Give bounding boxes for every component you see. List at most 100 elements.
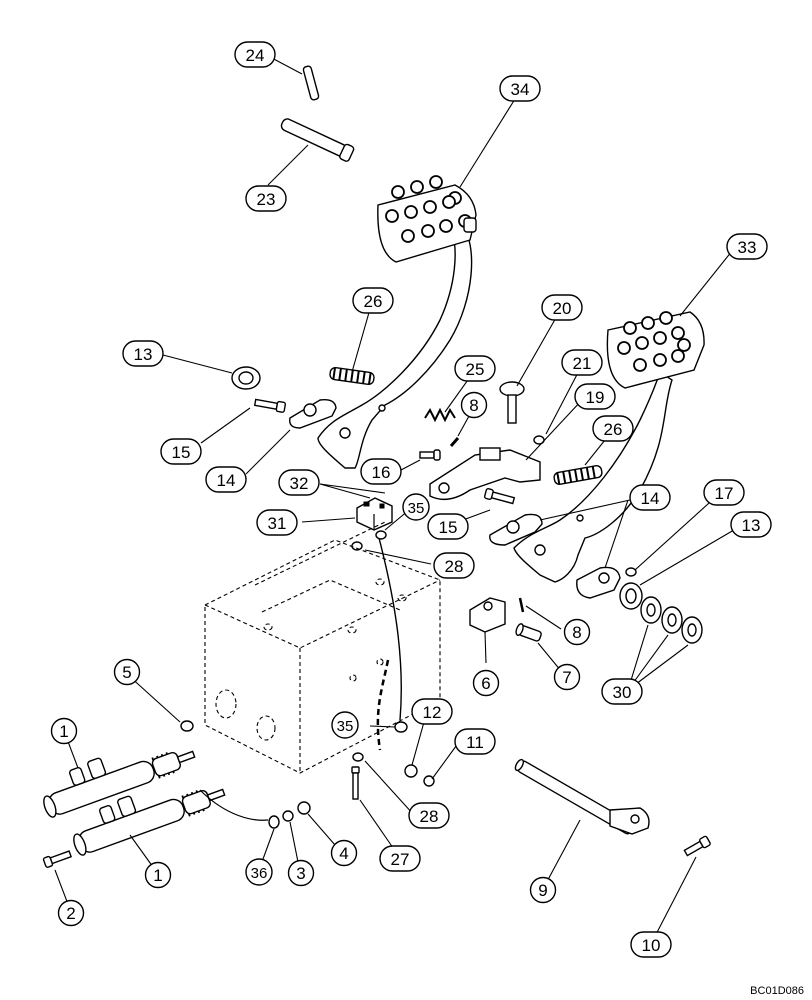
flange-bearing-part — [289, 398, 337, 429]
callout-label: 26 — [364, 292, 383, 311]
callout-label: 28 — [420, 807, 439, 826]
washer-part-5 — [282, 810, 294, 822]
bolt-part-3 — [351, 766, 360, 800]
callout-8: 8 — [460, 391, 488, 419]
callout-14: 14 — [205, 466, 247, 493]
callout-label: 13 — [134, 345, 153, 364]
nut-part-8 — [297, 801, 311, 815]
callout-3: 3 — [287, 859, 315, 887]
callout-19: 19 — [574, 383, 616, 410]
callout-34: 34 — [499, 75, 541, 102]
callout-label: 32 — [290, 474, 309, 493]
callout-label: 17 — [715, 484, 734, 503]
callout-35: 35 — [402, 493, 430, 521]
callout-label: 26 — [604, 420, 623, 439]
callout-16: 16 — [360, 458, 402, 485]
brake-line-part — [199, 789, 269, 821]
callout-label: 36 — [251, 865, 268, 882]
clevis-pin-part — [499, 381, 525, 424]
callout-label: 12 — [423, 703, 442, 722]
lever-bracket-part — [429, 447, 541, 501]
callout-label: 1 — [59, 722, 68, 741]
callout-labels: 24 34 23 33 26 20 13 25 — [50, 41, 772, 958]
callout-label: 31 — [268, 514, 287, 533]
bolt-part — [253, 398, 287, 413]
callout-8: 8 — [563, 618, 591, 646]
small-spring-part — [424, 407, 456, 423]
callout-1: 1 — [144, 861, 172, 889]
callout-9: 9 — [529, 876, 557, 904]
callout-label: 35 — [408, 500, 425, 517]
spring-part — [329, 366, 603, 485]
callout-30: 30 — [601, 678, 643, 705]
callout-label: 28 — [445, 557, 464, 576]
roll-pin-part — [302, 65, 320, 101]
callout-11: 11 — [454, 728, 496, 755]
callout-13: 13 — [730, 511, 772, 538]
cotter-pin-part — [449, 437, 460, 447]
switch-part — [356, 497, 393, 531]
pin-part — [419, 449, 441, 461]
callout-label: 19 — [586, 388, 605, 407]
callout-25: 25 — [454, 355, 496, 382]
drawing-code: BC01D086 — [750, 985, 804, 997]
callout-6: 6 — [472, 669, 500, 697]
callout-label: 2 — [66, 904, 75, 923]
callout-15: 15 — [427, 513, 469, 540]
flange-bearing-part-2 — [489, 513, 543, 546]
callout-14: 14 — [629, 484, 671, 511]
cotter-pin-part-2 — [518, 597, 525, 613]
callout-27: 27 — [379, 845, 421, 872]
bolt-part-4 — [42, 850, 73, 868]
callout-35: 35 — [331, 711, 359, 739]
bushing-part-2 — [619, 582, 643, 610]
left-pedal-part — [317, 175, 477, 469]
callout-label: 25 — [466, 360, 485, 379]
callout-13: 13 — [122, 340, 164, 367]
callout-label: 14 — [217, 471, 236, 490]
bearing-block-part — [576, 566, 621, 599]
nut-part-5 — [423, 775, 435, 787]
callout-label: 23 — [257, 190, 276, 209]
washer-part-4 — [268, 815, 280, 829]
callout-label: 9 — [538, 881, 547, 900]
clevis-pin-part-2 — [515, 623, 542, 642]
nut-part-4 — [404, 764, 418, 778]
callout-20: 20 — [541, 294, 583, 321]
nut-part-6 — [352, 752, 364, 762]
bushing-part — [231, 366, 261, 390]
callout-label: 15 — [172, 443, 191, 462]
washer-part — [640, 596, 703, 644]
callout-24: 24 — [234, 41, 276, 68]
callout-21: 21 — [561, 349, 603, 376]
console-housing-outline — [204, 521, 441, 774]
callout-26: 26 — [352, 287, 394, 314]
clevis-part — [469, 597, 506, 633]
callout-label: 10 — [642, 936, 661, 955]
callout-label: 11 — [466, 733, 484, 752]
washer-part-2 — [375, 530, 387, 540]
callout-label: 33 — [738, 238, 757, 257]
callout-23: 23 — [245, 185, 287, 212]
callout-label: 1 — [153, 866, 162, 885]
callout-label: 8 — [572, 623, 581, 642]
callout-label: 20 — [553, 299, 572, 318]
callout-label: 7 — [562, 668, 571, 687]
bolt-part-5 — [683, 835, 711, 857]
nut-part-2 — [625, 567, 637, 577]
callout-label: 13 — [742, 516, 761, 535]
callout-label: 3 — [296, 864, 305, 883]
callout-32: 32 — [278, 469, 320, 496]
callout-7: 7 — [553, 663, 581, 691]
callout-label: 16 — [372, 463, 391, 482]
callout-15: 15 — [160, 438, 202, 465]
callout-label: 4 — [339, 844, 348, 863]
master-cylinder-part — [43, 750, 226, 856]
callout-label: 8 — [469, 396, 478, 415]
callout-label: 24 — [246, 46, 265, 65]
callout-1: 1 — [50, 717, 78, 745]
callout-33: 33 — [726, 233, 768, 260]
callout-26: 26 — [592, 415, 634, 442]
bolt-part-2 — [483, 488, 516, 505]
